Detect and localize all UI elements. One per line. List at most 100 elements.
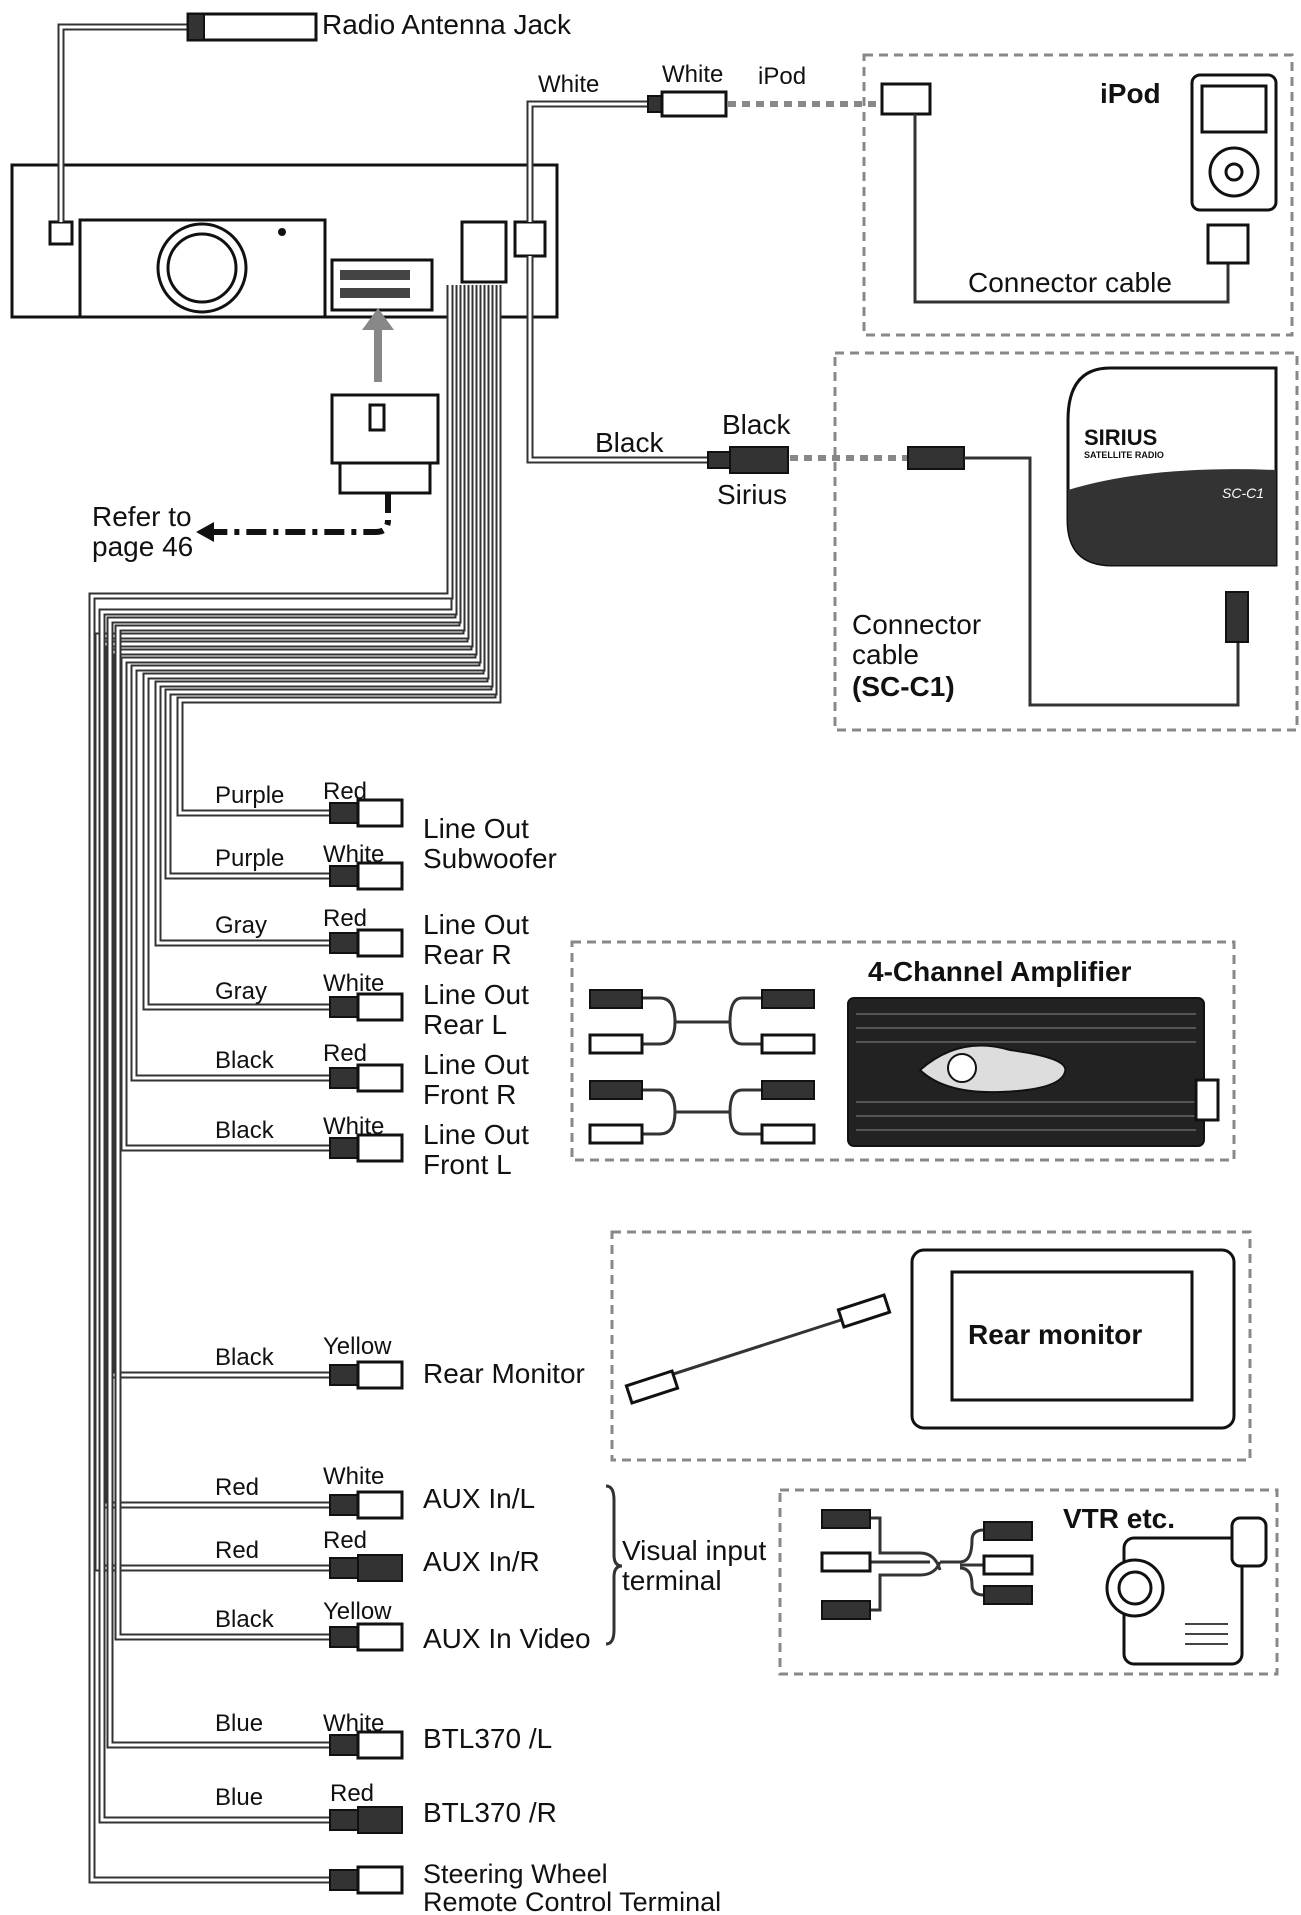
output-name-rear-r-2: Rear R	[423, 939, 512, 970]
indicator-dot	[278, 228, 286, 236]
sirius-plug-collar	[707, 451, 731, 469]
ipod-dock-plug	[1206, 223, 1250, 265]
refer-label-2: page 46	[92, 531, 193, 562]
rca-plug-aux-video	[356, 1622, 404, 1652]
sirius-connector-cable	[964, 456, 1240, 707]
output-name-btl-r: BTL370 /R	[423, 1797, 557, 1828]
sirius-box	[833, 351, 1299, 732]
vtr-rca-plug	[821, 1509, 871, 1529]
rear-monitor-rca-plug	[836, 1293, 892, 1329]
camcorder-viewfinder	[1230, 1516, 1268, 1568]
amp-rca-plug	[761, 989, 815, 1009]
vtr-rca-plug	[983, 1585, 1033, 1605]
plug-color-label-aux-l: White	[323, 1463, 384, 1490]
ipod-socket	[513, 220, 547, 258]
rca-plug-collar-rear-l	[329, 996, 361, 1018]
amp-rca-plug	[589, 1080, 643, 1100]
output-wire-core-btl-r	[100, 285, 456, 1822]
amplifier-group: 4-Channel Amplifier	[570, 940, 1236, 1162]
rca-plug-btl-r	[357, 1806, 403, 1834]
plug-color-label-front-l: White	[323, 1113, 384, 1140]
output-name-front-l-2: Front L	[423, 1149, 512, 1180]
rear-monitor-screen	[950, 1270, 1194, 1402]
plug-color-label-aux-r: Red	[323, 1527, 367, 1554]
rca-plug-front-l	[356, 1133, 404, 1163]
rear-monitor-box	[610, 1230, 1252, 1462]
refer-dashdot-line	[212, 493, 391, 535]
vtr-rca-plug	[982, 1554, 1034, 1576]
iso-plug-pins	[338, 461, 432, 495]
visual-input-group: Visual input terminal VTR etc.	[605, 1484, 1279, 1676]
plug-color-label-btl-l: White	[323, 1710, 384, 1737]
ipod-white-wire-label: White	[538, 71, 599, 98]
output-name-btl-l: BTL370 /L	[423, 1723, 552, 1754]
sirius-plug	[729, 446, 789, 474]
rear-monitor-group: Rear monitor	[610, 1230, 1252, 1462]
amp-rca-plug	[760, 1033, 816, 1055]
output-wire-core-rear-l	[144, 285, 488, 1009]
rca-plug-rear-r	[356, 928, 404, 958]
rca-plug-collar-rear-r	[329, 932, 361, 954]
sirius-black-plug-label: Black	[722, 409, 791, 440]
output-labels: Purple Red Line Out Subwoofer Purple Whi…	[215, 778, 721, 1915]
wire-color-label-front-r: Black	[215, 1047, 275, 1074]
rca-plug-collar-rear-monitor	[329, 1364, 361, 1386]
rca-plug-sub-r	[356, 798, 404, 828]
ipod-screen	[1200, 84, 1268, 134]
wire-color-label-btl-l: Blue	[215, 1710, 263, 1737]
refer-label-1: Refer to	[92, 501, 192, 532]
output-plugs	[329, 798, 404, 1895]
amp-rca-plug	[588, 1033, 644, 1055]
output-name-rear-r-1: Line Out	[423, 909, 529, 940]
plug-color-label-rear-r: Red	[323, 905, 367, 932]
iso-harness: Refer to page 46	[92, 308, 440, 562]
wire-color-label-aux-r: Red	[215, 1537, 259, 1564]
output-name-rear-monitor: Rear Monitor	[423, 1358, 585, 1389]
ipod-cable-connector	[880, 82, 932, 116]
iso-socket	[330, 258, 434, 312]
amp-rca-plug	[760, 1123, 816, 1145]
sirius-tuner-base	[1068, 469, 1276, 565]
plug-color-label-btl-r: Red	[330, 1780, 374, 1807]
plug-color-label-rear-l: White	[323, 970, 384, 997]
antenna-socket	[48, 220, 74, 246]
wire-color-label-subwoofer-r: Purple	[215, 782, 284, 809]
rear-monitor-rca-plug	[624, 1369, 680, 1405]
rca-plug-rear-l	[356, 992, 404, 1022]
sirius-connection: Black Black Sirius SIRIUS SATELLITE RADI…	[526, 256, 1299, 732]
amp-rca-plug	[588, 1123, 644, 1145]
rca-plug-collar-steering	[329, 1869, 361, 1891]
amplifier-box	[570, 940, 1236, 1162]
rca-plug-collar-front-r	[329, 1067, 361, 1089]
rca-plug-btl-l	[356, 1730, 404, 1760]
rca-plug-collar-btl-r	[329, 1809, 361, 1831]
output-name-steering-1: Steering Wheel	[423, 1859, 608, 1889]
ipod-device-label: iPod	[1100, 78, 1161, 109]
wire-bundle-socket	[460, 220, 508, 284]
wire-color-label-btl-r: Blue	[215, 1784, 263, 1811]
rca-plug-collar-sub-l	[329, 865, 361, 887]
rear-monitor-label: Rear monitor	[968, 1319, 1142, 1350]
antenna-jack-plug	[186, 12, 318, 42]
amplifier-terminal	[1194, 1078, 1220, 1122]
output-wire-core-front-l	[122, 285, 480, 1150]
rca-plug-sub-l	[356, 861, 404, 891]
output-wire-core-aux-r	[96, 285, 468, 1570]
volume-knob-inner	[166, 232, 238, 304]
sirius-cable-label-2: cable	[852, 639, 919, 670]
vtr-rca-plug	[820, 1551, 872, 1573]
output-wire-core-sub-l	[166, 285, 496, 878]
ipod-plug	[660, 90, 728, 118]
vtr-label: VTR etc.	[1063, 1503, 1175, 1534]
antenna-connection: Radio Antenna Jack	[57, 9, 572, 222]
visual-input-label-1: Visual input	[622, 1535, 766, 1566]
wire-color-label-aux-l: Red	[215, 1474, 259, 1501]
sirius-black-wire-label: Black	[595, 427, 664, 458]
sirius-plug-label: Sirius	[717, 479, 787, 510]
plug-color-label-subwoofer-l: White	[323, 841, 384, 868]
output-name-front-r-1: Line Out	[423, 1049, 529, 1080]
ipod-connector-cable	[913, 114, 1230, 304]
output-name-rear-l-1: Line Out	[423, 979, 529, 1010]
ipod-plug-collar	[647, 95, 663, 113]
